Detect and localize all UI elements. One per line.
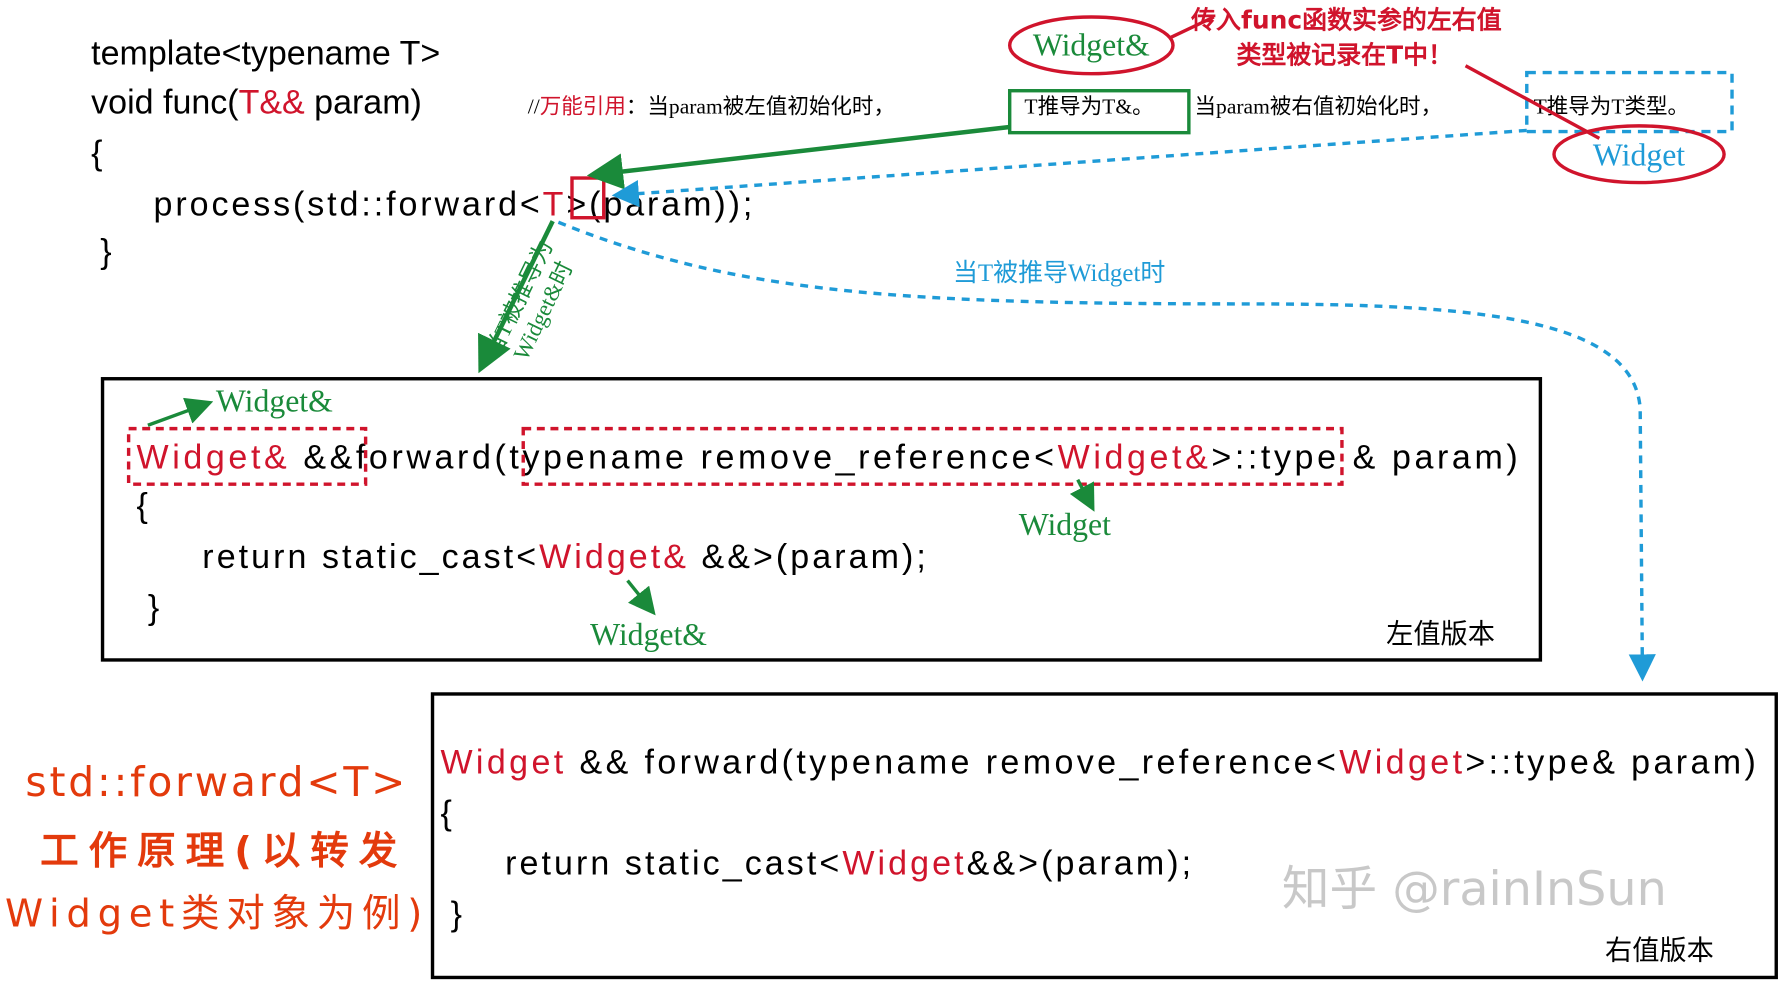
open-brace: { (137, 487, 148, 525)
side-title-line2: 工作原理(以转发 (40, 829, 398, 874)
annot-arrow (147, 397, 214, 427)
code-line-template: template<typename T> (91, 35, 440, 73)
top-code: template<typename T> void func(T&& param… (91, 35, 752, 271)
lvalue-version-label: 左值版本 (1386, 619, 1495, 649)
lvalue-deduction-box (1007, 89, 1191, 135)
lvalue-path-arrow (478, 220, 555, 374)
lvalue-path-label: 当T被推导为Widget&时 (480, 236, 579, 365)
close-brace: } (148, 589, 159, 627)
lvalue-ellipse-label: Widget& (1033, 28, 1150, 63)
rvalue-to-t-arrow (611, 128, 1527, 208)
annot-arrow (626, 579, 656, 616)
code-close-brace: } (100, 233, 111, 271)
param-type-box (521, 426, 1344, 486)
rvalue-path-arrow (557, 220, 1656, 682)
open-brace: { (440, 794, 451, 832)
rvalue-version-label: 右值版本 (1605, 935, 1714, 965)
rvalue-ellipse-label: Widget (1593, 138, 1685, 173)
lvalue-version-box: Widget& Widget& &&forward(typename remov… (100, 377, 1543, 662)
rvalue-ellipse (1552, 124, 1726, 185)
code-open-brace: { (91, 134, 102, 172)
code-line-func: void func(T&& param) (91, 83, 422, 121)
side-title: std::forward<T> 工作原理(以转发 Widget类对象为例) (5, 758, 422, 936)
note-line1: 传入func函数实参的左右值 (1190, 5, 1502, 34)
rvalue-path-label: 当T被推导Widget时 (953, 259, 1165, 287)
lvalue-to-t-arrow (586, 124, 1010, 190)
annot-return-type: Widget& (216, 384, 333, 419)
side-title-line3: Widget类对象为例) (5, 891, 422, 936)
rvalue-deduction-box (1525, 70, 1734, 134)
universal-reference-comment: //万能引用：当param被左值初始化时，T推导为T&。当param被右值初始化… (528, 94, 1689, 118)
annot-cast-type: Widget& (590, 617, 707, 652)
rvalue-version-box: Widget && forward(typename remove_refere… (430, 692, 1778, 980)
rvalue-return: return static_cast<Widget&&>(param); (505, 844, 1191, 882)
annot-param-type: Widget (1019, 507, 1111, 542)
close-brace: } (451, 895, 462, 933)
note-pointer-line (1169, 15, 1215, 39)
annot-arrow (1069, 478, 1095, 512)
lvalue-signature: Widget& &&forward(typename remove_refere… (137, 438, 1518, 476)
side-title-line1: std::forward<T> (25, 758, 405, 806)
code-line-process: process(std::forward<T>(param)); (154, 185, 753, 223)
rvalue-signature: Widget && forward(typename remove_refere… (440, 743, 1755, 781)
note-line2: 类型被记录在T中！ (1236, 41, 1453, 70)
lvalue-ellipse (1007, 15, 1175, 76)
watermark: 知乎 @rainInSun (1282, 862, 1667, 917)
lvalue-path-label-wrap: 当T被推导为Widget&时 (480, 236, 579, 365)
note-pointer-line-2 (1464, 64, 1601, 140)
return-type-box (126, 426, 368, 486)
lvalue-return: return static_cast<Widget& &&>(param); (202, 538, 925, 576)
